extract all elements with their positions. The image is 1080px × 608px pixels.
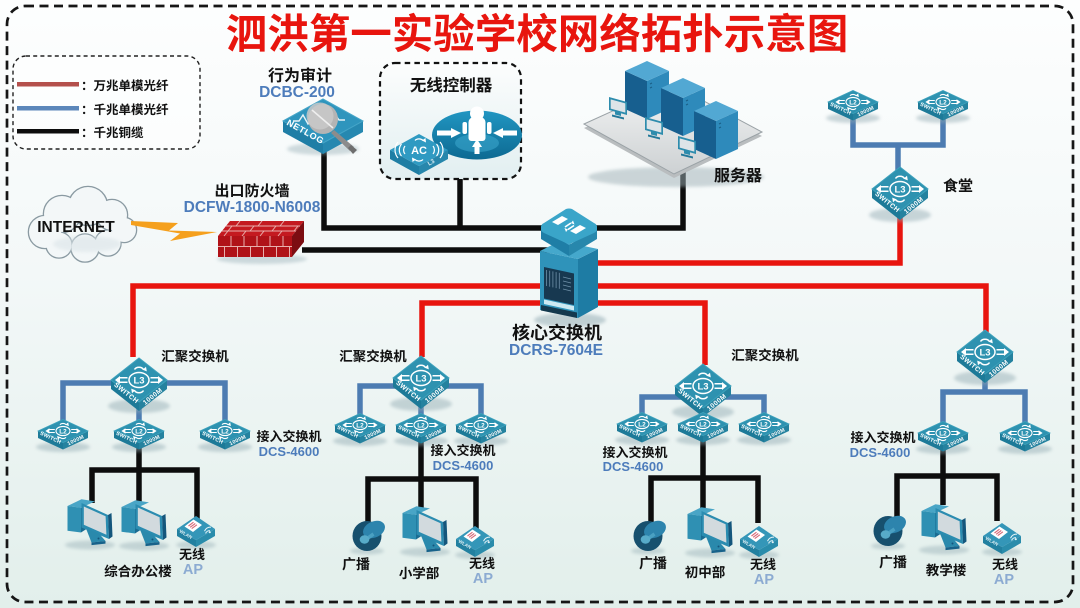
svg-text:DCBC-200: DCBC-200 bbox=[259, 84, 335, 101]
svg-text:DCS-4600: DCS-4600 bbox=[259, 444, 320, 459]
svg-text:AP: AP bbox=[994, 572, 1014, 588]
svg-text:AP: AP bbox=[473, 571, 493, 587]
svg-text:AP: AP bbox=[183, 562, 203, 578]
svg-text:DCS-4600: DCS-4600 bbox=[850, 445, 911, 460]
svg-text:AP: AP bbox=[754, 572, 774, 588]
svg-text:DCS-4600: DCS-4600 bbox=[433, 458, 494, 473]
svg-text:DCRS-7604E: DCRS-7604E bbox=[509, 342, 603, 359]
svg-text:DCS-4600: DCS-4600 bbox=[603, 459, 664, 474]
svg-text:AC: AC bbox=[411, 145, 427, 157]
svg-text:DCFW-1800-N6008: DCFW-1800-N6008 bbox=[184, 199, 321, 216]
svg-text:INTERNET: INTERNET bbox=[37, 219, 115, 236]
svg-text:L3: L3 bbox=[427, 158, 437, 167]
